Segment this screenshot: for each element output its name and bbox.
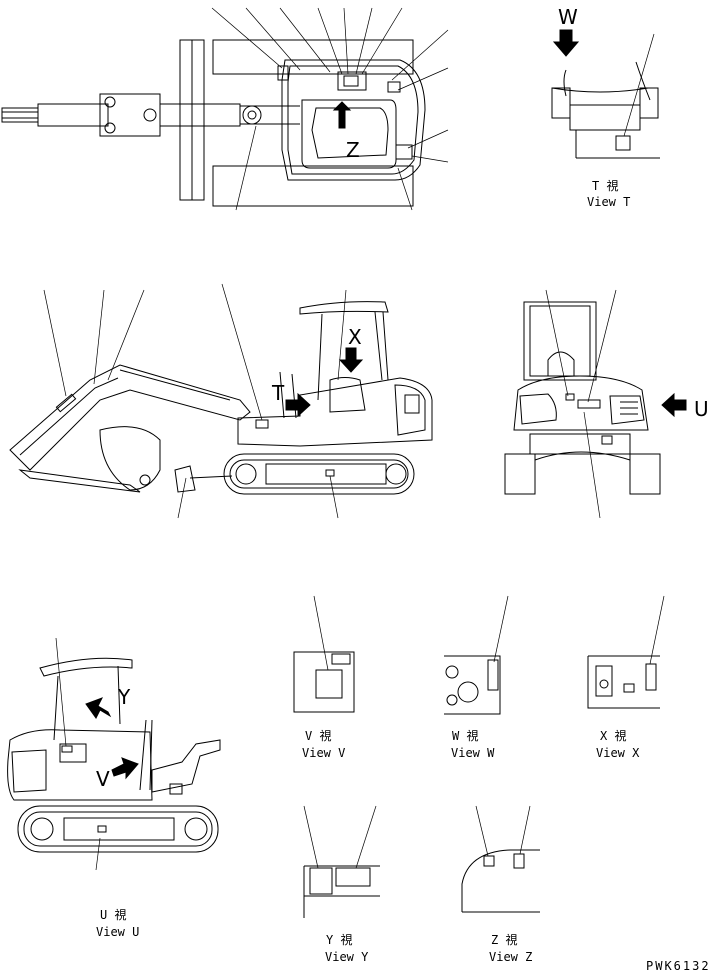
- arrow-letter-v: V: [96, 767, 110, 791]
- arrow-letter-u: U: [694, 397, 709, 421]
- arrow-letter-x: X: [348, 325, 362, 349]
- view-u-label-en: View U: [96, 925, 139, 939]
- side-view-machine: X T: [9, 283, 433, 519]
- view-u-detail: Y V U 視 View U: [7, 637, 221, 939]
- rear-view-machine: U: [504, 289, 709, 519]
- view-y-label-en: View Y: [325, 950, 369, 964]
- view-arrow-icon: [111, 757, 139, 780]
- view-w-label-jp: W 視: [452, 728, 478, 743]
- arrow-letter-w: W: [558, 5, 578, 29]
- view-v-detail: V 視 View V: [293, 595, 355, 760]
- view-y-detail: Y 視 View Y: [303, 805, 380, 964]
- view-x-label-jp: X 視: [600, 728, 626, 743]
- view-z-label-en: View Z: [489, 950, 532, 964]
- view-x-label-en: View X: [596, 746, 640, 760]
- view-arrow-icon: [285, 392, 311, 418]
- view-z-label-jp: Z 視: [491, 932, 517, 947]
- arrow-letter-z: Z: [346, 138, 360, 162]
- view-t-label-jp: T 視: [592, 178, 618, 193]
- view-v-label-jp: V 視: [305, 728, 331, 743]
- view-arrow-icon: [85, 697, 112, 719]
- view-w-detail: W 視 View W: [444, 595, 509, 760]
- view-t-label-en: View T: [587, 195, 630, 209]
- top-view-machine: Z: [1, 7, 449, 211]
- view-v-label-en: View V: [302, 746, 345, 760]
- view-arrow-icon: [338, 347, 364, 373]
- view-arrow-icon: [661, 392, 687, 418]
- view-u-label-jp: U 視: [100, 907, 126, 922]
- view-z-detail: Z 視 View Z: [461, 805, 540, 964]
- view-y-label-jp: Y 視: [326, 932, 352, 947]
- view-x-detail: X 視 View X: [587, 595, 665, 760]
- arrow-letter-y: Y: [117, 685, 131, 709]
- view-arrow-icon: [552, 29, 580, 57]
- arrow-letter-t: T: [271, 381, 285, 405]
- drawing-code: PWK6132: [646, 959, 711, 973]
- view-w-label-en: View W: [451, 746, 495, 760]
- view-t-detail: W T 視 View T: [551, 5, 660, 209]
